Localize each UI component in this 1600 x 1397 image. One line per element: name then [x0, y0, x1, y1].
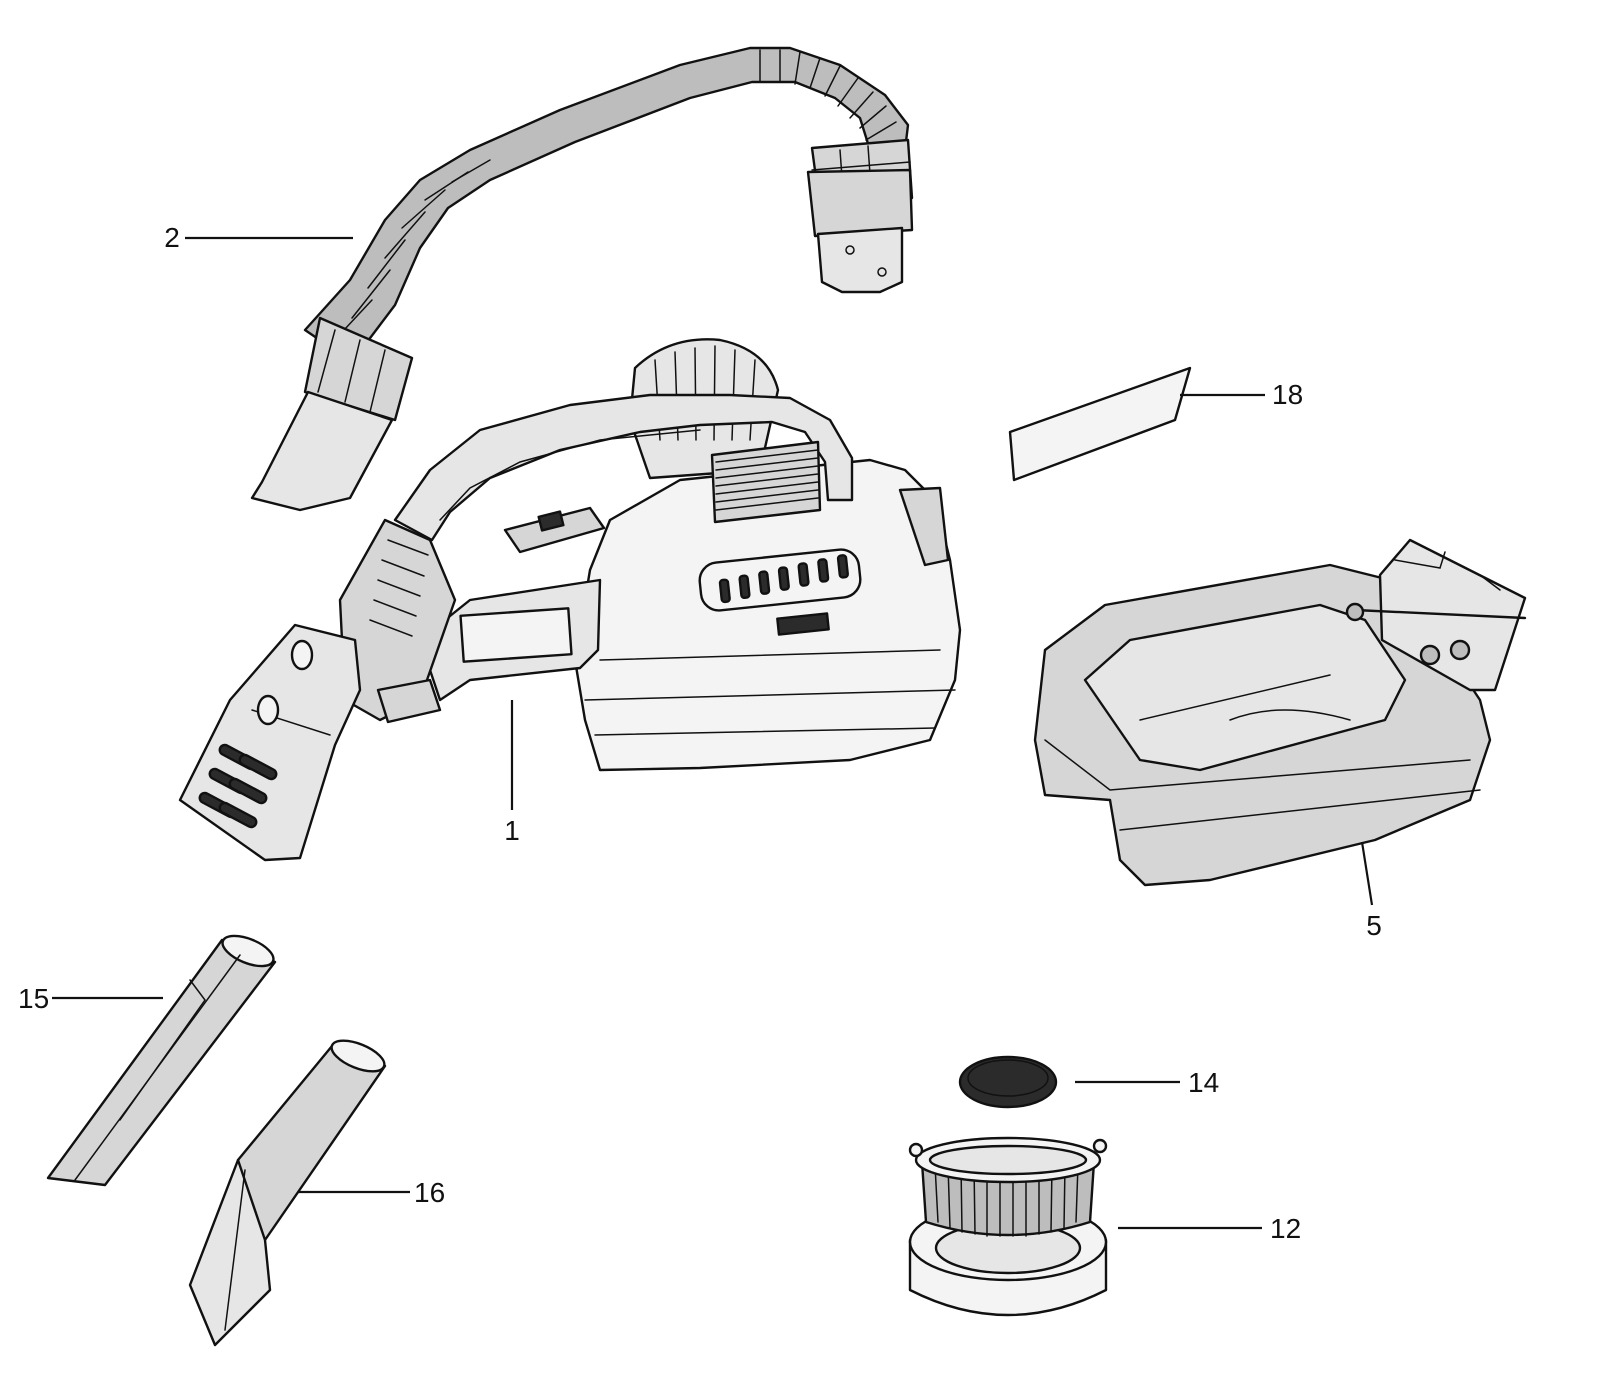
grip-opening	[459, 607, 573, 663]
grille-slats	[715, 449, 819, 511]
hose-right-nozzle	[816, 226, 904, 294]
vacuum-nozzle-head	[178, 623, 362, 862]
part-15-crevice-tool	[46, 934, 277, 1187]
vent-slots	[718, 554, 849, 604]
callout-12: 12	[1118, 1213, 1301, 1244]
part-2-flexible-hose	[250, 46, 914, 512]
callout-15-label: 15	[18, 983, 49, 1014]
part-16-angled-nozzle	[188, 1039, 387, 1347]
callout-16-label: 16	[414, 1177, 445, 1208]
vacuum-carry-handle	[393, 393, 854, 542]
callout-14: 14	[1075, 1067, 1219, 1098]
dust-bowl-inner	[1083, 603, 1407, 772]
hose-ribs	[329, 49, 897, 346]
callout-16: 16	[298, 1177, 445, 1208]
angled-nozzle-tip	[188, 1158, 272, 1347]
vacuum-side-grille	[710, 440, 822, 524]
callout-12-label: 12	[1270, 1213, 1301, 1244]
part-14-filter-pad	[958, 1055, 1058, 1109]
part-18-label-plate	[1008, 366, 1192, 482]
part-1-vacuum-body	[178, 338, 962, 862]
callout-2-label: 2	[164, 222, 180, 253]
vacuum-badge	[776, 612, 830, 636]
part-5-dust-bowl	[1033, 538, 1527, 887]
callout-5: 5	[1360, 841, 1382, 941]
callout-1-label: 1	[504, 815, 520, 846]
hose-right-collar	[806, 168, 914, 238]
vacuum-latch-clip	[376, 678, 442, 724]
hose-left-nozzle	[250, 390, 394, 512]
nozzle-vent-slots	[198, 743, 278, 829]
callout-5-label: 5	[1366, 910, 1382, 941]
callout-2: 2	[164, 222, 353, 253]
callout-18: 18	[1180, 379, 1303, 410]
callout-1: 1	[504, 700, 520, 846]
part-12-cartridge-filter	[908, 1136, 1108, 1317]
vacuum-side-clip	[898, 486, 950, 567]
callout-15: 15	[18, 983, 163, 1014]
neck-ribs	[369, 539, 429, 637]
angled-nozzle-tube	[236, 1044, 387, 1242]
switch-button[interactable]	[537, 510, 565, 532]
filter-pad-disc	[958, 1055, 1058, 1109]
callout-14-label: 14	[1188, 1067, 1219, 1098]
callout-18-label: 18	[1272, 379, 1303, 410]
